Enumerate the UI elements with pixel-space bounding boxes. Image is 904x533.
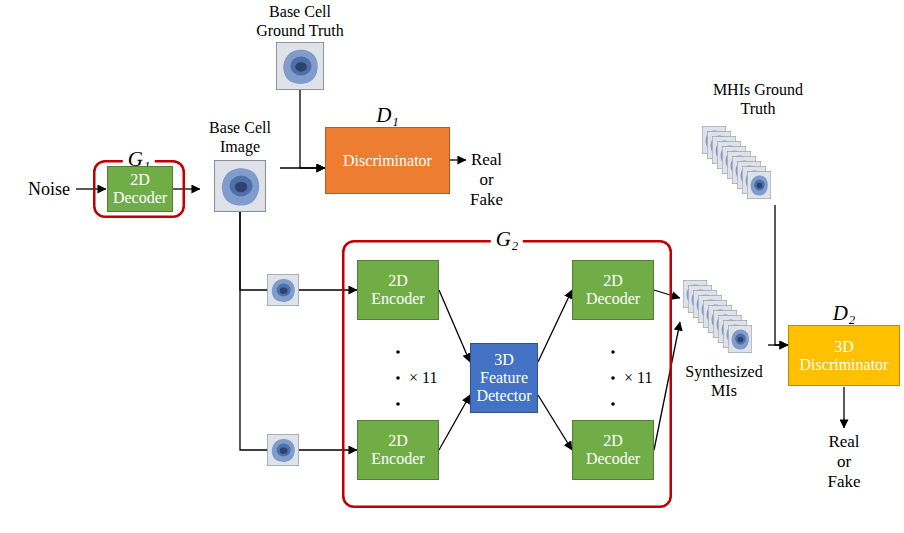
cell-image [267,434,298,465]
image-node: Base Cell Image [200,118,280,212]
connector-arrow [300,90,325,168]
output-label: Real or Fake [827,432,860,492]
box-label: 2D Decoder [113,171,167,207]
discriminator-box: Discriminator [325,127,450,194]
image-caption: Synthesized MIs [680,362,768,400]
image-stack-node: MHIs Ground Truth [698,80,818,205]
component-heading: D₂ [788,302,900,324]
connector-arrow [775,205,788,345]
image-stack [702,126,771,198]
box-label: 2D Decoder [586,272,640,308]
discriminator-node: D₂ 3D Discriminator [788,302,900,386]
connector-arrow [654,290,680,298]
dot [611,350,615,354]
decoder-box: 2D Decoder [572,260,654,320]
image-caption: Base Cell Image [200,118,280,156]
image-node: Base Cell Ground Truth [248,2,352,90]
cell-image [267,274,298,305]
cell-image [276,42,323,89]
cell-image [728,325,752,352]
box-label: 2D Encoder [371,272,424,308]
repeat-count: × 11 [624,369,652,387]
component-heading: D₁ [325,104,450,126]
connector-arrow [654,322,680,450]
feature-detector-box: 3D Feature Detector [470,343,538,413]
output-arrow [843,387,844,428]
ellipsis-dots [396,350,615,406]
connector-arrow [538,290,572,362]
input-arrow [76,188,106,189]
group-heading: G₂ [491,227,523,251]
encoder-box: 2D Encoder [357,420,439,480]
image-stack [683,280,752,352]
box-label: Discriminator [343,152,432,170]
dot [396,402,400,406]
dot [611,376,615,380]
cell-image [747,171,771,198]
generator-group: G₂2D Encoder2D Encoder3D Feature Detecto… [342,240,672,508]
connector-arrow [538,395,572,450]
connector-arrow [439,290,470,362]
discriminator-box: 3D Discriminator [788,325,900,386]
output-arrow [450,159,466,160]
image-caption: MHIs Ground Truth [703,80,813,118]
image-stack-node: Synthesized MIs [680,278,768,400]
image-caption: Base Cell Ground Truth [248,2,352,40]
decoder-box: 2D Decoder [572,420,654,480]
generator-group: G₁2D Decoder [93,160,185,218]
box-label: 3D Feature Detector [476,351,531,405]
repeat-count: × 11 [409,369,437,387]
cell-image [215,161,266,212]
dot [396,376,400,380]
decoder-box: 2D Decoder [107,166,173,212]
connector-arrow [439,395,470,450]
connector-arrow [240,212,357,450]
encoder-box: 2D Encoder [357,260,439,320]
dot [396,350,400,354]
dot [611,402,615,406]
output-label: Real or Fake [470,150,503,210]
box-label: 2D Decoder [586,432,640,468]
box-label: 2D Encoder [371,432,424,468]
connector-arrow [173,188,200,189]
input-label: Noise [28,178,70,200]
box-label: 3D Discriminator [800,338,889,374]
discriminator-node: D₁ Discriminator [325,104,450,194]
